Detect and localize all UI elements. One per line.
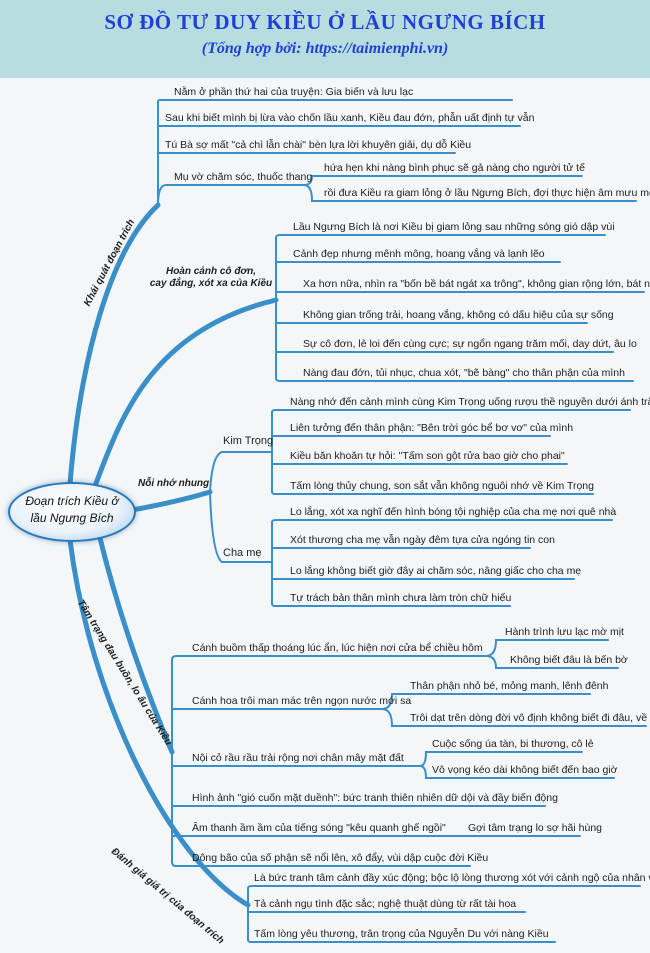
parent-item-3: Lo lắng không biết giờ đây ai chăm sóc, … (290, 565, 582, 577)
mood-subitem-6: Vô vọng kéo dài không biết đến bao giờ (432, 764, 618, 776)
situation-item-5: Sự cô đơn, lẻ loi đến cùng cực; sự ngổn … (303, 338, 637, 350)
overview-item-4: Mụ vờ chăm sóc, thuốc thang (174, 171, 313, 183)
trunk-longing (129, 489, 213, 513)
longing-parent-label: Cha mẹ (223, 547, 262, 559)
map-title: SƠ ĐỒ TƯ DUY KIỀU Ở LẦU NGƯNG BÍCH (104, 10, 546, 34)
mood-item-4: Hình ảnh "gió cuốn mặt duềnh": bức tranh… (192, 792, 558, 804)
mood-item-3: Nội cỏ rầu rầu trải rộng nơi chân mây mặ… (192, 752, 404, 764)
trunk-situation (92, 297, 279, 489)
mood-subitem-4: Trôi dạt trên dòng đời vô định không biế… (410, 712, 650, 724)
mood-subitem-1: Hành trình lưu lạc mờ mịt (505, 626, 624, 638)
evaluation-item-3: Tấm lòng yêu thương, trân trọng của Nguy… (254, 928, 549, 940)
mood-item-1: Cánh buồm thấp thoáng lúc ẩn, lúc hiện n… (192, 642, 483, 654)
branch-label-situation-line1: Hoàn cảnh cô đơn, (165, 266, 257, 277)
evaluation-item-1: Là bức tranh tâm cảnh đầy xúc động; bộc … (254, 872, 650, 884)
mood-subitem-2: Không biết đâu là bến bờ (510, 654, 628, 666)
parent-item-4: Tự trách bản thân mình chưa làm tròn chữ… (290, 592, 512, 604)
situation-item-2: Cảnh đẹp nhưng mênh mông, hoang vắng và … (293, 248, 545, 260)
trunk-mood (97, 535, 175, 755)
root-node: Đoạn trích Kiều ở lầu Ngưng Bích (8, 482, 136, 542)
mood-item-2: Cánh hoa trôi man mác trên ngọn nước mới… (192, 695, 412, 707)
kim-item-2: Liên tưởng đến thân phận: "Bên trời góc … (290, 422, 574, 434)
root-label-line2: lầu Ngưng Bích (30, 511, 114, 525)
mood-subitem-5: Cuộc sống úa tàn, bi thương, cô lẻ (432, 738, 594, 750)
trunk-evaluation (67, 537, 251, 908)
kim-item-4: Tấm lòng thủy chung, son sắt vẫn không n… (290, 480, 594, 492)
overview-item-1: Nằm ở phần thứ hai của truyện: Gia biến … (174, 86, 414, 98)
situation-item-3: Xa hơn nữa, nhìn ra "bốn bề bát ngát xa … (303, 278, 650, 290)
trunk-overview (67, 202, 161, 487)
evaluation-item-2: Tả cảnh ngụ tình đặc sắc; nghệ thuật dùn… (254, 898, 517, 910)
situation-item-6: Nàng đau đớn, tủi nhục, chua xót, "bẽ bà… (303, 367, 625, 379)
overview-subitem-1: hứa hẹn khi nàng bình phục sẽ gả nàng ch… (324, 162, 585, 174)
branch-label-longing: Nỗi nhớ nhung (138, 478, 210, 489)
overview-subitem-2: rồi đưa Kiều ra giam lỏng ở lầu Ngưng Bí… (324, 187, 650, 199)
overview-item-3: Tú Bà sợ mất "cả chì lẫn chài" bèn lựa l… (165, 139, 472, 151)
branch-label-situation: Hoàn cảnh cô đơn, cay đắng, xót xa của K… (146, 266, 276, 290)
longing-kim-label: Kim Trọng (223, 435, 274, 447)
header-banner (0, 0, 650, 78)
map-subtitle: (Tổng hợp bởi: https://taimienphi.vn) (201, 40, 449, 57)
mood-item-6: Dông bão của số phận sẽ nổi lên, xô đẩy,… (192, 852, 489, 864)
situation-item-1: Lầu Ngưng Bích là nơi Kiều bị giam lỏng … (293, 221, 615, 233)
branch-label-situation-line2: cay đắng, xót xa của Kiều (149, 278, 273, 289)
kim-item-3: Kiều băn khoăn tự hỏi: "Tấm son gột rửa … (290, 450, 565, 462)
situation-item-4: Không gian trống trải, hoang vắng, không… (303, 309, 614, 321)
mood-subitem-7: Gợi tâm trạng lo sợ hãi hùng (468, 822, 603, 834)
mood-item-5: Âm thanh ầm ầm của tiếng sóng "kêu quanh… (192, 822, 446, 834)
root-label: Đoạn trích Kiều ở lầu Ngưng Bích (10, 493, 134, 527)
parent-item-2: Xót thương cha mẹ vẫn ngày đêm tựa cửa n… (290, 534, 555, 546)
mood-subitem-3: Thân phận nhỏ bé, mỏng manh, lênh đênh (410, 680, 609, 692)
kim-item-1: Nàng nhớ đến cảnh mình cùng Kim Trọng uố… (290, 396, 650, 408)
overview-item-2: Sau khi biết mình bị lừa vào chốn lầu xa… (165, 112, 535, 124)
root-label-line1: Đoạn trích Kiều ở (25, 494, 119, 508)
parent-item-1: Lo lắng, xót xa nghĩ đến hình bóng tội n… (290, 506, 617, 518)
